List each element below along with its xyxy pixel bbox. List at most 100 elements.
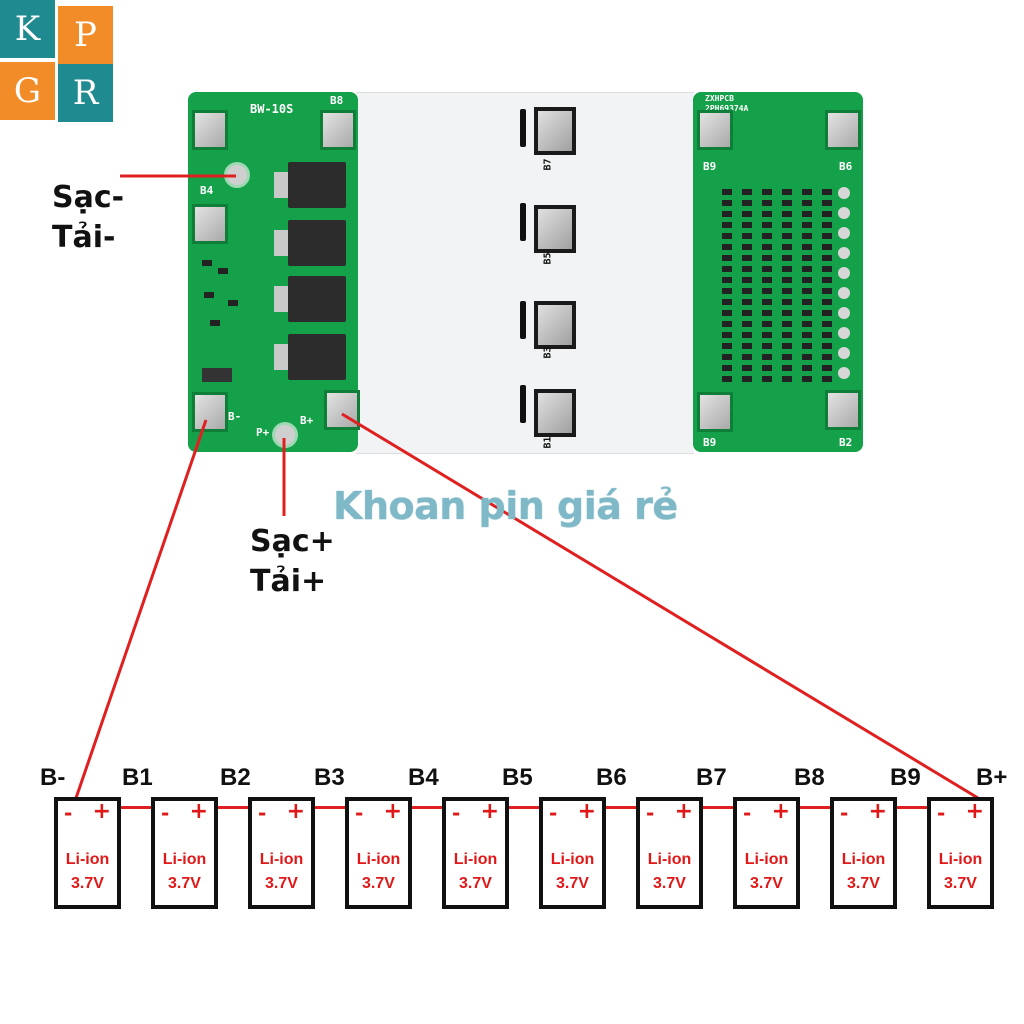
smd-component	[782, 299, 792, 305]
smd-component	[210, 320, 220, 326]
pad-b8-left	[192, 110, 228, 150]
pad-b9-top	[697, 110, 733, 150]
smd-component	[722, 200, 732, 206]
pad-b2	[825, 390, 861, 430]
cell-chemistry: Li-ion	[550, 851, 595, 868]
cell-minus-sign: -	[161, 801, 170, 825]
board-label: BW-10S	[250, 102, 294, 116]
cell-plus-sign: +	[480, 799, 499, 824]
node-label: B7	[696, 764, 727, 791]
smd-component	[822, 288, 832, 294]
cell-plus-sign: +	[965, 799, 984, 824]
smd-component	[722, 222, 732, 228]
pcb-middle-panel: B7 B5 B3 B1	[356, 92, 694, 454]
test-point	[838, 347, 850, 359]
series-bus-wire	[115, 806, 935, 809]
smd-component	[822, 321, 832, 327]
smd-component	[782, 288, 792, 294]
wire-b-minus	[74, 419, 208, 799]
mosfet-2	[274, 220, 346, 266]
smd-component	[782, 365, 792, 371]
smd-component	[782, 244, 792, 250]
smd-component	[722, 321, 732, 327]
cell-voltage: 3.7V	[71, 875, 104, 892]
smd-component	[742, 343, 752, 349]
tai-plus-text: Tải+	[250, 564, 327, 599]
mosfet-4	[274, 334, 346, 380]
smd-component	[762, 288, 772, 294]
smd-component	[762, 211, 772, 217]
smd-component	[742, 288, 752, 294]
smd-component	[782, 343, 792, 349]
pad-b-minus	[192, 392, 228, 432]
smd-component	[822, 354, 832, 360]
smd-component	[802, 200, 812, 206]
cell-plus-sign: +	[771, 799, 790, 824]
smd-component	[762, 200, 772, 206]
smd-component	[822, 376, 832, 382]
smd-component	[722, 255, 732, 261]
cell-plus-sign: +	[286, 799, 305, 824]
smd-component	[782, 211, 792, 217]
smd-component	[762, 277, 772, 283]
smd-component	[802, 299, 812, 305]
test-point	[838, 367, 850, 379]
smd-component	[722, 288, 732, 294]
smd-component	[802, 321, 812, 327]
smd-component	[822, 332, 832, 338]
logo-tile-k: K	[0, 0, 55, 58]
smd-component	[762, 299, 772, 305]
node-label: B+	[976, 764, 1008, 791]
smd-component	[722, 343, 732, 349]
smd-component	[802, 288, 812, 294]
node-label: B2	[220, 764, 251, 791]
node-label: B-	[40, 764, 66, 791]
pad-b6	[825, 110, 861, 150]
cell-minus-sign: -	[840, 801, 849, 825]
mosfet-1	[274, 162, 346, 208]
cell-minus-sign: -	[549, 801, 558, 825]
pad-b9-bottom	[697, 392, 733, 432]
smd-component	[782, 321, 792, 327]
cell-chemistry: Li-ion	[938, 851, 983, 868]
smd-component	[204, 292, 214, 298]
cell-voltage: 3.7V	[653, 875, 686, 892]
test-point	[838, 227, 850, 239]
smd-component	[742, 255, 752, 261]
smd-component	[742, 266, 752, 272]
pad-b9-top-label: B9	[703, 160, 717, 173]
smd-component	[782, 255, 792, 261]
cell-voltage: 3.7V	[750, 875, 783, 892]
node-label: B5	[502, 764, 533, 791]
smd-component	[742, 321, 752, 327]
test-point	[838, 247, 850, 259]
smd-component	[742, 233, 752, 239]
smd-component	[742, 277, 752, 283]
smd-component	[762, 266, 772, 272]
kpgr-logo: K P G R	[0, 0, 114, 122]
sac-minus-text: Sạc-	[52, 180, 125, 215]
wire-b-plus	[341, 412, 979, 800]
node-label: B9	[890, 764, 921, 791]
smd-component	[722, 365, 732, 371]
smd-component	[822, 299, 832, 305]
pad-b3-label: B3	[542, 346, 554, 359]
cell-minus-sign: -	[937, 801, 946, 825]
node-label: B3	[314, 764, 345, 791]
part-text: 2PH69374A	[705, 104, 749, 113]
smd-component	[802, 255, 812, 261]
smd-component	[802, 277, 812, 283]
pcb-middle-bar	[520, 385, 526, 423]
pad-b8	[320, 110, 356, 150]
vendor-text: ZXHPCB	[705, 94, 734, 103]
cell-chemistry: Li-ion	[162, 851, 207, 868]
mosfet-3	[274, 276, 346, 322]
cell-chemistry: Li-ion	[65, 851, 110, 868]
smd-component	[822, 266, 832, 272]
cell-voltage: 3.7V	[362, 875, 395, 892]
